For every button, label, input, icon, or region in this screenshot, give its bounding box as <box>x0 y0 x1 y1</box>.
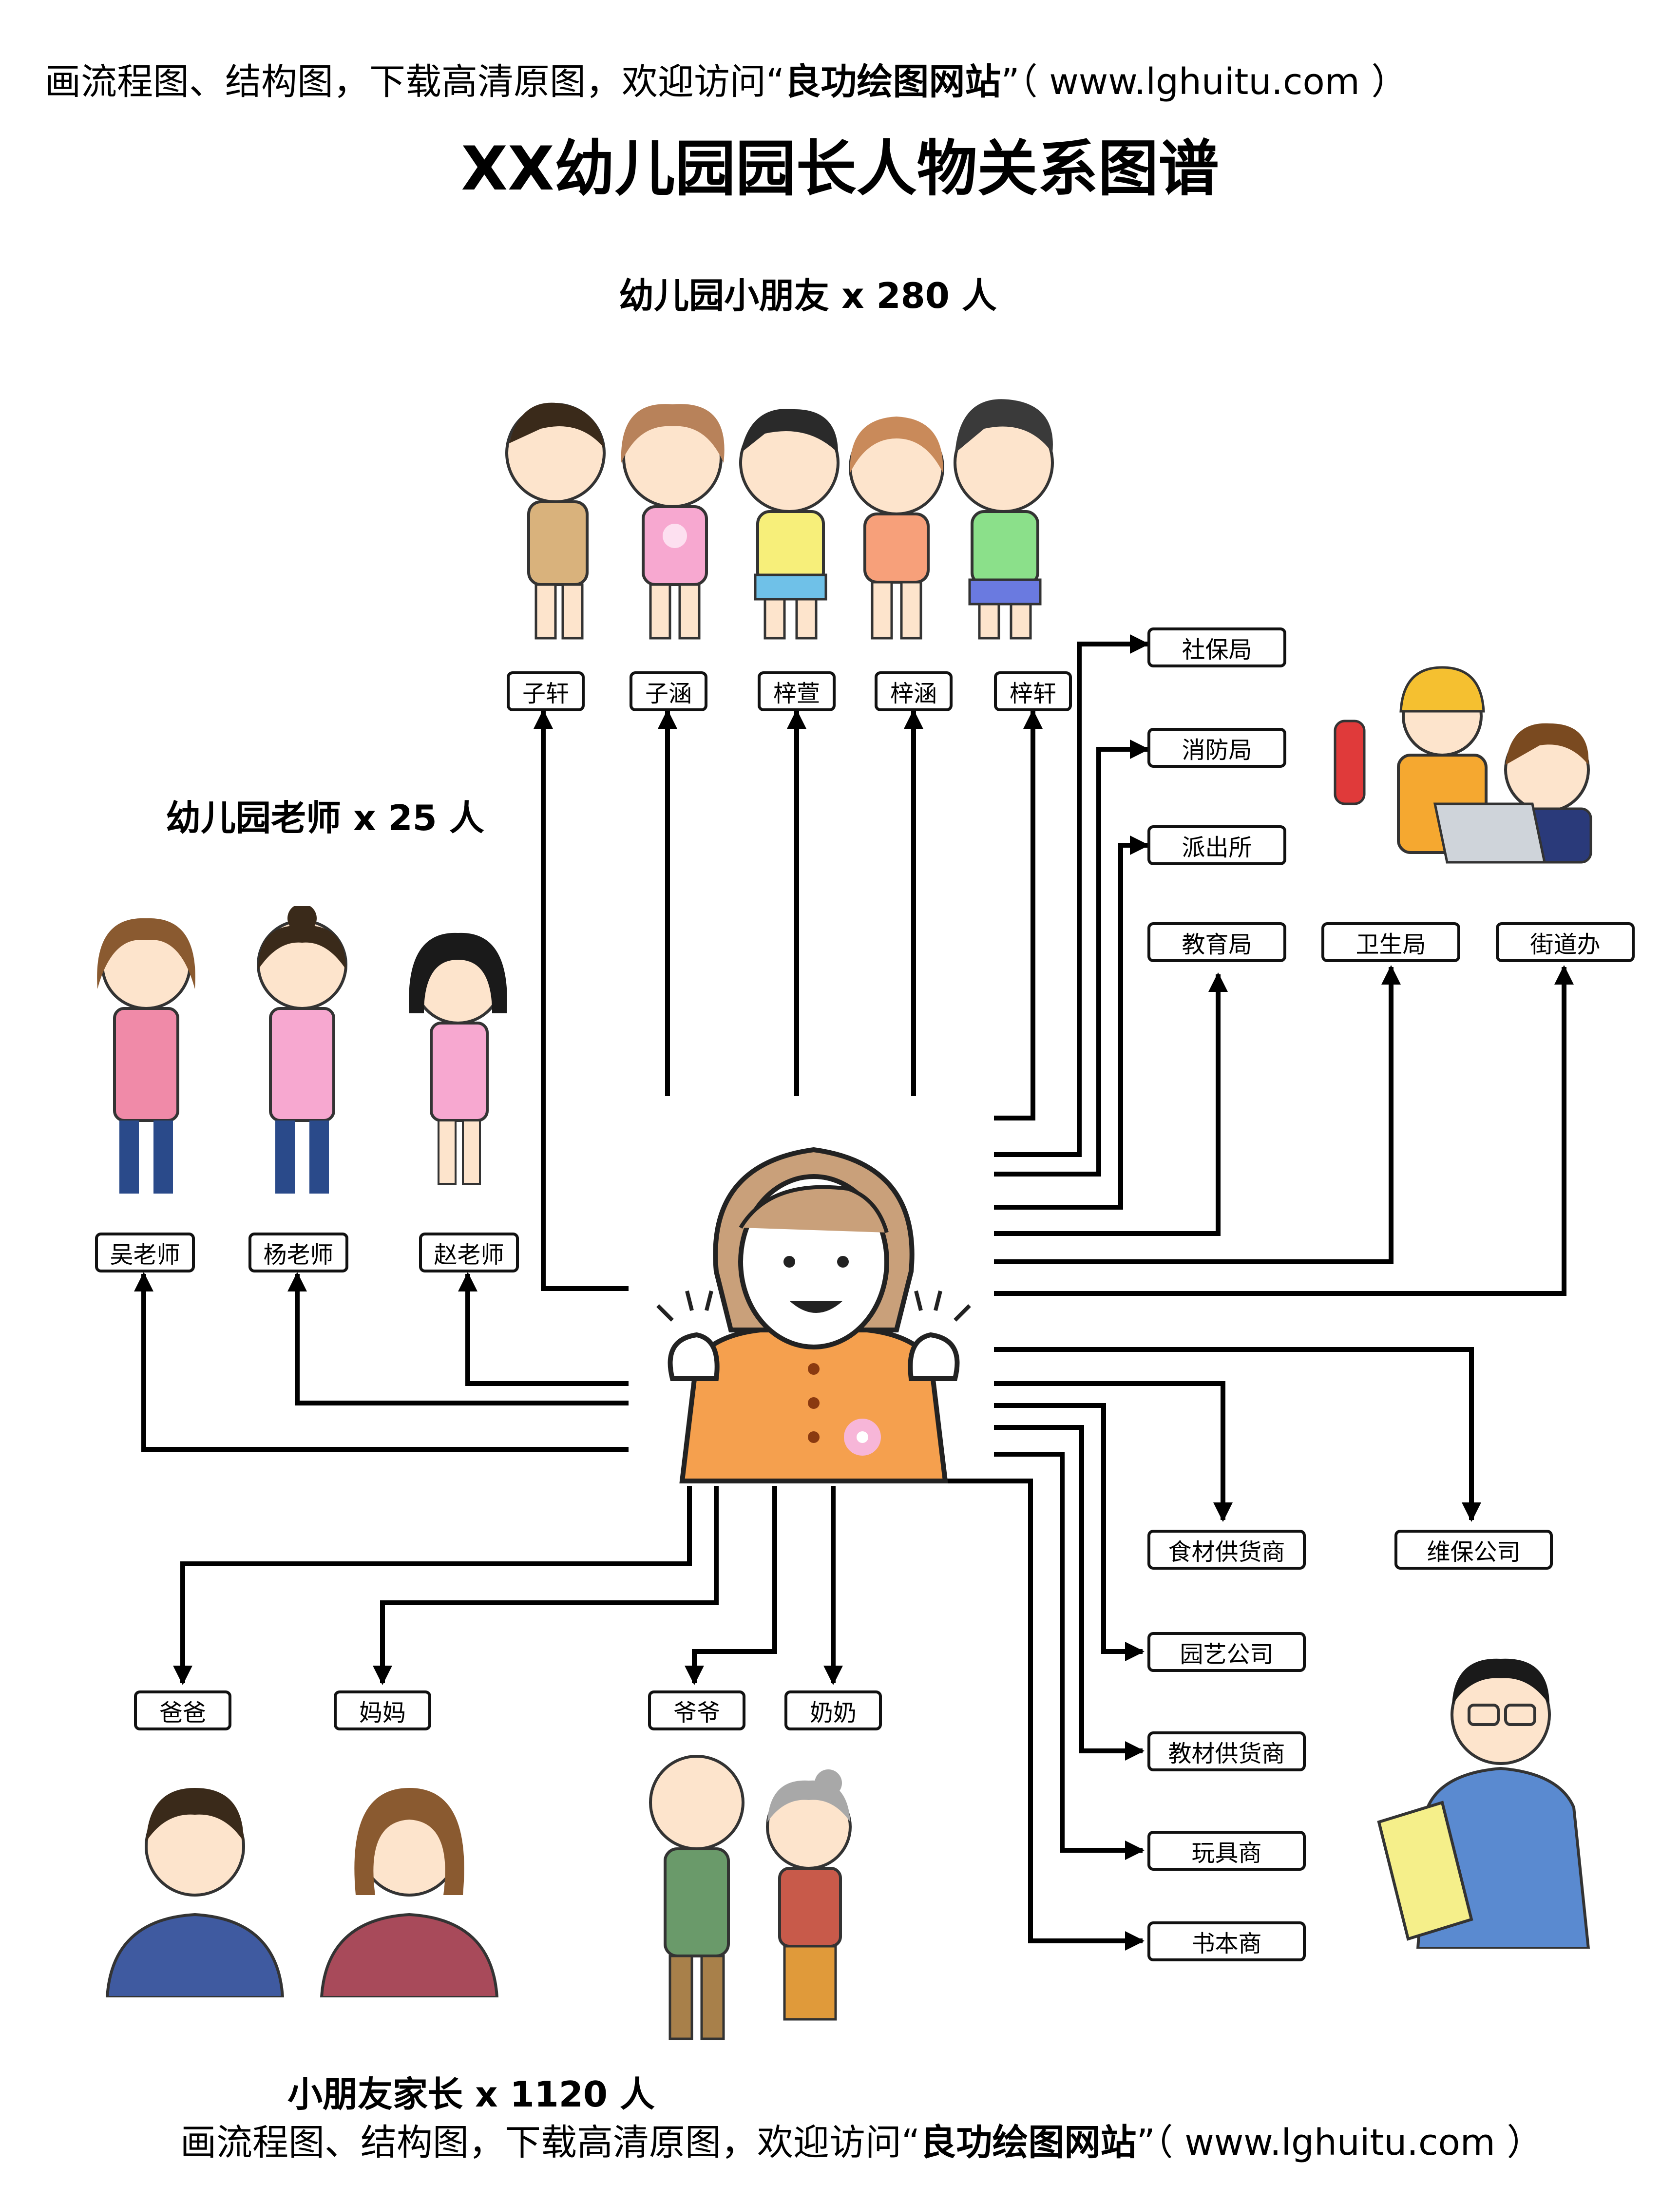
edge-child-5 <box>994 709 1043 1120</box>
node-supplier-weibao[interactable]: 维保公司 <box>1394 1530 1553 1570</box>
page-title: XX幼儿园园长人物关系图谱 <box>461 134 1219 204</box>
node-child-3[interactable]: 梓萱 <box>758 671 836 711</box>
edge-agency-jiaoyu <box>994 972 1228 1236</box>
grandparents-illustration <box>649 1755 852 2040</box>
edge-teacher-wu <box>134 1272 629 1452</box>
edge-teacher-zhao <box>458 1272 629 1386</box>
edge-supplier-jiaocai <box>994 1425 1145 1761</box>
node-parent-nainai[interactable]: 奶奶 <box>784 1690 882 1730</box>
banner-suffix: ”（ www.lghuitu.com ） <box>1136 2122 1543 2164</box>
edge-agency-weisheng <box>994 965 1401 1264</box>
node-supplier-shicai[interactable]: 食材供货商 <box>1147 1530 1306 1570</box>
edge-parent-yeye <box>685 1486 777 1685</box>
parents-illustration <box>105 1788 499 1997</box>
node-child-1[interactable]: 子轩 <box>507 671 585 711</box>
principal-figure <box>656 1147 971 1483</box>
edge-agency-shebao <box>994 634 1149 1157</box>
node-agency-shebao[interactable]: 社保局 <box>1147 627 1286 667</box>
edge-supplier-wanju <box>994 1452 1145 1860</box>
banner-prefix: 画流程图、结构图，下载高清原图，欢迎访问“ <box>45 61 785 103</box>
banner-site: 良功绘图网站 <box>784 61 1001 103</box>
edge-supplier-yuanyi <box>994 1403 1145 1661</box>
node-agency-paichusuo[interactable]: 派出所 <box>1147 825 1286 865</box>
edge-supplier-weibao <box>994 1347 1481 1522</box>
group-label-children: 幼儿园小朋友 x 280 人 <box>619 275 997 316</box>
edge-teacher-yang <box>287 1272 629 1405</box>
node-supplier-wanju[interactable]: 玩具商 <box>1147 1831 1306 1871</box>
node-supplier-shuben[interactable]: 书本商 <box>1147 1921 1306 1961</box>
node-agency-jiaoyu[interactable]: 教育局 <box>1147 922 1286 962</box>
node-teacher-zhao[interactable]: 赵老师 <box>419 1233 519 1272</box>
node-agency-weisheng[interactable]: 卫生局 <box>1321 922 1460 962</box>
banner-suffix: ”（ www.lghuitu.com ） <box>1001 61 1408 103</box>
bottom-banner: 画流程图、结构图，下载高清原图，欢迎访问“良功绘图网站”（ www.lghuit… <box>180 2113 1543 2165</box>
node-child-2[interactable]: 子涵 <box>630 671 707 711</box>
edge-supplier-shuben <box>933 1479 1145 1951</box>
top-banner: 画流程图、结构图，下载高清原图，欢迎访问“良功绘图网站”（ www.lghuit… <box>45 53 1407 105</box>
node-parent-baba[interactable]: 爸爸 <box>134 1690 231 1730</box>
node-teacher-yang[interactable]: 杨老师 <box>248 1233 348 1272</box>
group-label-parents: 小朋友家长 x 1120 人 <box>287 2074 655 2115</box>
node-teacher-wu[interactable]: 吴老师 <box>95 1233 195 1272</box>
node-parent-yeye[interactable]: 爷爷 <box>648 1690 745 1730</box>
node-supplier-yuanyi[interactable]: 园艺公司 <box>1147 1632 1306 1672</box>
node-child-4[interactable]: 梓涵 <box>875 671 953 711</box>
banner-site: 良功绘图网站 <box>920 2122 1137 2164</box>
edge-agency-jiedao <box>994 965 1574 1296</box>
edge-agency-paichusuo <box>994 835 1149 1210</box>
edge-parent-mama <box>373 1486 719 1685</box>
edge-child-1 <box>534 709 629 1291</box>
edge-supplier-shicai <box>994 1381 1233 1522</box>
node-supplier-jiaocai[interactable]: 教材供货商 <box>1147 1731 1306 1771</box>
officials-illustration <box>1334 666 1592 864</box>
supplier-illustration <box>1377 1658 1590 1949</box>
node-child-5[interactable]: 梓轩 <box>994 671 1072 711</box>
edge-agency-xiaofang <box>994 740 1149 1177</box>
banner-prefix: 画流程图、结构图，下载高清原图，欢迎访问“ <box>180 2122 920 2164</box>
children-illustration <box>505 399 1054 640</box>
node-agency-xiaofang[interactable]: 消防局 <box>1147 728 1286 768</box>
node-parent-mama[interactable]: 妈妈 <box>334 1690 431 1730</box>
group-label-teachers: 幼儿园老师 x 25 人 <box>166 797 484 838</box>
node-agency-jiedao[interactable]: 街道办 <box>1496 922 1635 962</box>
teachers-illustration <box>97 906 507 1194</box>
edge-parent-baba <box>173 1486 692 1685</box>
